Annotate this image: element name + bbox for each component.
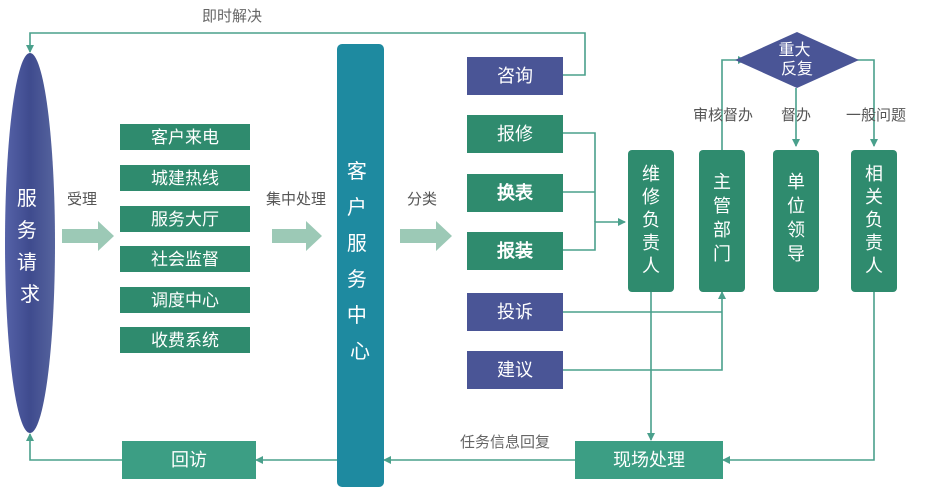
onsite-label: 现场处理 — [613, 450, 685, 471]
category-replace-meter-box — [467, 174, 563, 212]
role-unit-leader-label: 单位领导 — [787, 172, 805, 265]
category-install-label: 报装 — [497, 240, 533, 262]
role-maintenance-label: 维修负责人 — [642, 164, 660, 277]
role-department-box — [699, 150, 745, 292]
role-department-label: 主管部门 — [713, 172, 731, 265]
category-consult-label: 咨询 — [497, 66, 533, 87]
role-unit-leader-box — [773, 150, 819, 292]
revisit-label: 回访 — [171, 450, 207, 471]
label-centralize: 集中处理 — [266, 190, 326, 208]
line-repair — [563, 132, 596, 222]
label-general-issue: 一般问题 — [846, 106, 906, 124]
category-complaint-box — [467, 293, 563, 331]
channel-label: 社会监督 — [151, 250, 219, 270]
service-request-label: 服 务 请 求 — [17, 186, 43, 306]
channel-label: 城建热线 — [151, 169, 219, 189]
onsite-box — [575, 441, 723, 479]
label-accept: 受理 — [67, 190, 97, 208]
line-general — [849, 59, 878, 147]
major-decision-label: 重大 反复 — [778, 40, 815, 78]
customer-service-center-label: 客 户 服 务 中 心 — [347, 159, 373, 363]
category-repair-box — [467, 115, 563, 153]
major-decision-diamond — [735, 32, 859, 88]
category-consult-box — [467, 57, 563, 95]
role-related-box — [851, 150, 897, 292]
channel-list: 客户来电 城建热线 服务大厅 社会监督 调度中心 收费系统 — [120, 124, 250, 353]
label-supervise: 督办 — [781, 106, 811, 124]
role-related-label: 相关负责人 — [865, 164, 883, 277]
line-suggestion — [563, 291, 726, 371]
category-install-box — [467, 232, 563, 270]
line-immediate — [26, 32, 586, 76]
arrow-classify — [400, 221, 452, 251]
channel-box — [120, 124, 250, 150]
service-request-ellipse — [5, 53, 55, 433]
customer-service-center-box — [337, 44, 384, 487]
channel-box — [120, 165, 250, 191]
category-suggestion-box — [467, 351, 563, 389]
connectors — [26, 32, 878, 464]
channel-box — [120, 287, 250, 313]
line-install — [563, 218, 626, 251]
label-classify: 分类 — [407, 190, 437, 208]
channel-box — [120, 327, 250, 353]
category-complaint-label: 投诉 — [497, 302, 533, 323]
category-repair-label: 报修 — [497, 124, 533, 145]
label-task-reply: 任务信息回复 — [460, 433, 550, 451]
label-immediate: 即时解决 — [202, 7, 262, 25]
line-related-onsite — [722, 292, 875, 464]
revisit-box — [122, 441, 256, 479]
line-review — [721, 56, 746, 150]
role-maintenance-box — [628, 150, 674, 292]
category-replace-meter-label: 换表 — [497, 182, 534, 204]
arrow-accept — [62, 221, 114, 251]
channel-box — [120, 206, 250, 232]
channel-label: 调度中心 — [151, 291, 219, 311]
label-review-supervise: 审核督办 — [693, 106, 753, 124]
line-revisit-request — [26, 433, 122, 461]
arrow-centralize — [272, 221, 322, 251]
channel-box — [120, 246, 250, 272]
channel-label: 客户来电 — [151, 128, 219, 148]
category-suggestion-label: 建议 — [497, 360, 533, 381]
channel-label: 收费系统 — [151, 331, 219, 351]
channel-label: 服务大厅 — [151, 210, 219, 230]
